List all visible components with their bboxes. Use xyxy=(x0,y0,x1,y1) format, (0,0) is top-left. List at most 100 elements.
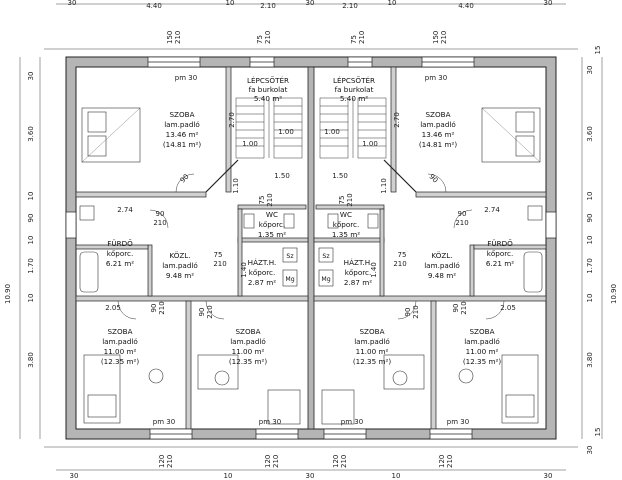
room-name: HÁZT.H. xyxy=(248,258,277,267)
interior-walls xyxy=(75,66,547,430)
party-wall xyxy=(307,66,315,430)
room-area: 5.40 m² xyxy=(340,94,368,103)
stairs-right xyxy=(319,97,387,159)
room-name: SZOBA xyxy=(360,327,385,336)
dim-110-right: 1.10 xyxy=(380,178,388,194)
room-name: SZOBA xyxy=(170,110,195,119)
dim-door-90-s2: 90 xyxy=(198,308,206,317)
win-bot-3b: 210 xyxy=(340,455,348,468)
room-floor: kőporc. xyxy=(333,220,360,229)
bed-big-left xyxy=(81,107,141,163)
room-name: SZOBA xyxy=(470,327,495,336)
dim-door-90-diag-l: 90 xyxy=(179,173,191,185)
dim-right-5: 10 xyxy=(586,236,594,245)
room-area: 6.21 m² xyxy=(486,259,514,268)
room-szoba-small-2: SZOBA lam.padló 11.00 m² (12.35 m²) xyxy=(229,327,268,366)
win-bot-2a: 120 xyxy=(264,455,272,468)
dim-left-6: 10 xyxy=(27,294,35,303)
dim-top-6: 10 xyxy=(388,0,397,7)
room-floor: lam.padló xyxy=(230,337,266,346)
dims-left: 10.90 30 3.60 10 90 10 1.70 10 3.80 xyxy=(4,72,35,368)
room-area: 11.00 m² xyxy=(466,347,499,356)
dim-door-210-s2: 210 xyxy=(206,305,214,318)
room-floor: lam.padló xyxy=(420,120,456,129)
dim-door-90-s1: 90 xyxy=(150,304,158,313)
room-floor: lam.padló xyxy=(162,261,198,270)
mark-sz-left: Sz xyxy=(286,253,293,260)
stairs-left xyxy=(235,97,303,159)
room-furdo-left: FÜRDŐ kőporc. 6.21 m² xyxy=(106,239,134,268)
dim-top-5: 2.10 xyxy=(342,2,358,10)
dim-right-1: 15 xyxy=(594,46,602,55)
room-hazt-left: HÁZT.H. kőporc. 2.87 m² xyxy=(248,258,277,287)
room-floor: lam.padló xyxy=(164,120,200,129)
room-furdo-right: FÜRDŐ kőporc. 6.21 m² xyxy=(486,239,514,268)
win-top-4a: 150 xyxy=(432,31,440,44)
dim-bot-0: 30 xyxy=(70,472,79,480)
dim-bot-3: 10 xyxy=(392,472,401,480)
dim-door-75-wcr: 75 xyxy=(338,196,346,205)
dim-right-8: 3.80 xyxy=(586,352,594,368)
dim-right-0: 30 xyxy=(586,66,594,75)
dims-right: 10.90 30 15 3.60 10 90 10 1.70 10 3.80 1… xyxy=(586,46,618,455)
dim-150-left: 1.50 xyxy=(274,172,290,180)
dim-270-right: 2.70 xyxy=(393,112,401,128)
room-floor: kőporc. xyxy=(249,268,276,277)
dim-100-c: 1.00 xyxy=(324,128,340,136)
room-area2: (14.81 m²) xyxy=(163,140,202,149)
dim-270-left: 2.70 xyxy=(228,112,236,128)
room-area: 1.35 m² xyxy=(332,230,360,239)
win-bot-1a: 120 xyxy=(158,455,166,468)
room-name: HÁZT.H. xyxy=(344,258,373,267)
storage-marks: Sz Mg Sz Mg xyxy=(285,253,330,283)
room-name: SZOBA xyxy=(108,327,133,336)
dim-150-right: 1.50 xyxy=(332,172,348,180)
room-area2: (14.81 m²) xyxy=(419,140,458,149)
dim-top-8: 30 xyxy=(544,0,553,7)
room-name: FÜRDŐ xyxy=(107,239,133,248)
win-bot-4a: 120 xyxy=(438,455,446,468)
dim-205-left: 2.05 xyxy=(105,304,121,312)
win-bot-1b: 210 xyxy=(166,455,174,468)
win-top-3a: 75 xyxy=(350,35,358,44)
room-hazt-right: HÁZT.H. kőporc. 2.87 m² xyxy=(344,258,373,287)
dim-right-10: 30 xyxy=(586,446,594,455)
dim-door-210-s4: 210 xyxy=(460,301,468,314)
bed-big-right xyxy=(481,107,541,163)
room-area: 9.48 m² xyxy=(166,271,194,280)
dim-140-left: 1.40 xyxy=(240,262,248,278)
room-name: SZOBA xyxy=(426,110,451,119)
dim-door-90-r: 90 xyxy=(458,210,467,218)
win-top-1b: 210 xyxy=(174,31,182,44)
parapet-top-right: pm 30 xyxy=(425,74,447,82)
dimension-lines xyxy=(19,3,603,471)
room-name: KÖZL. xyxy=(169,251,190,260)
dim-right-total: 10.90 xyxy=(610,284,618,304)
room-name: WC xyxy=(340,210,352,219)
dim-right-9: 15 xyxy=(594,428,602,437)
room-wc-right: WC kőporc. 1.35 m² xyxy=(332,210,360,239)
room-area2: (12.35 m²) xyxy=(463,357,502,366)
dim-bot-4: 30 xyxy=(544,472,553,480)
room-area: 1.35 m² xyxy=(258,230,286,239)
dim-top-0: 30 xyxy=(68,0,77,7)
room-area: 2.87 m² xyxy=(248,278,276,287)
dim-bot-1: 10 xyxy=(224,472,233,480)
dim-door-210-s3: 210 xyxy=(412,305,420,318)
room-floor: kőporc. xyxy=(487,249,514,258)
room-szoba-big-right: SZOBA lam.padló 13.46 m² (14.81 m²) xyxy=(419,110,458,149)
room-area: 2.87 m² xyxy=(344,278,372,287)
dims-bottom: 30 10 30 10 30 xyxy=(70,472,553,480)
win-bot-3a: 120 xyxy=(332,455,340,468)
room-lepcso-left: LÉPCSŐTÉR fa burkolat 5.40 m² xyxy=(247,76,289,103)
room-floor: kőporc. xyxy=(107,249,134,258)
parapet-labels: pm 30 pm 30 pm 30 pm 30 pm 30 pm 30 xyxy=(153,74,469,426)
room-area: 9.48 m² xyxy=(428,271,456,280)
dim-top-4: 30 xyxy=(306,0,315,7)
room-name: KÖZL. xyxy=(431,251,452,260)
dim-top-2: 10 xyxy=(226,0,235,7)
room-floor: lam.padló xyxy=(354,337,390,346)
dim-left-2: 10 xyxy=(27,192,35,201)
dim-door-90-s3: 90 xyxy=(404,308,412,317)
room-floor: kőporc. xyxy=(345,268,372,277)
